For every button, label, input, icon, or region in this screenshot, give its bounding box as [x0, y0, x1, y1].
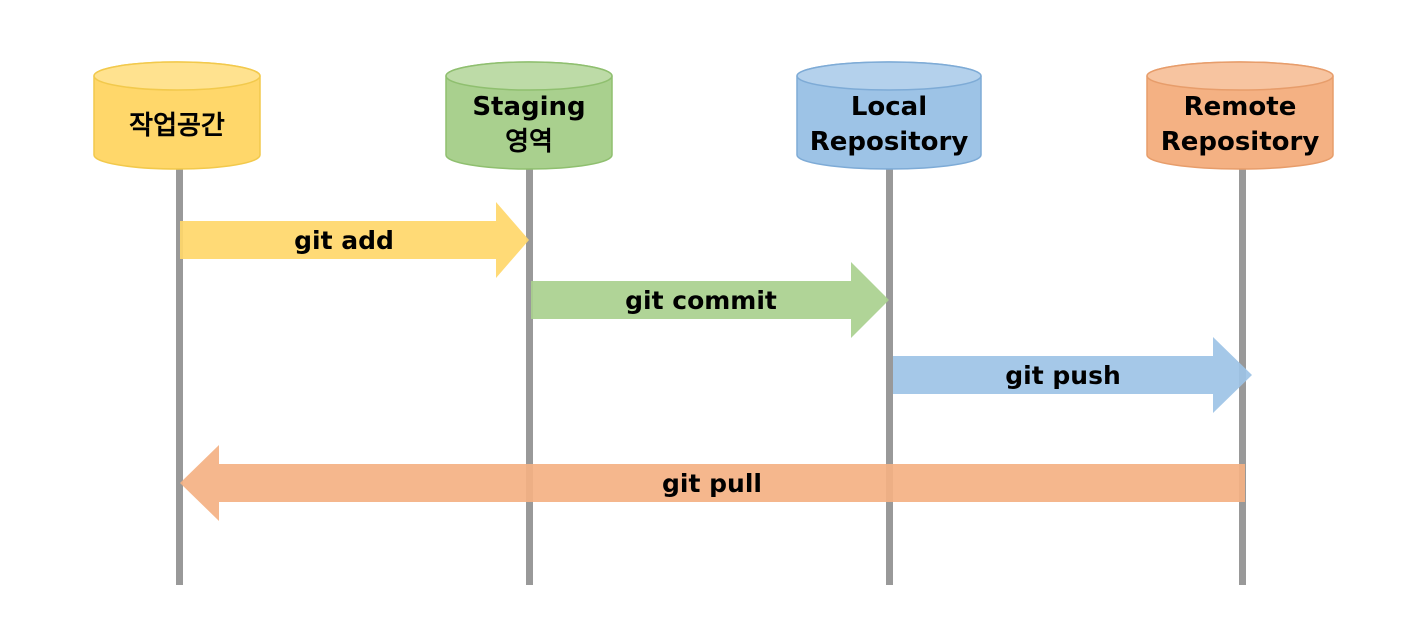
arrow-git-commit-shape: [531, 262, 889, 338]
cylinder-top-workspace: [93, 61, 261, 91]
node-staging-label-line1: Staging: [472, 92, 585, 122]
node-staging: Staging 영역: [445, 61, 613, 170]
node-remote: Remote Repository: [1146, 61, 1334, 170]
lifeline-workspace: [176, 165, 183, 585]
node-workspace-label: 작업공간: [129, 111, 225, 141]
arrows: git add git commit git push git pull: [180, 202, 1252, 521]
nodes: 작업공간 Staging 영역 Local Repository Remote …: [93, 61, 1334, 170]
cylinder-top-staging: [445, 61, 613, 91]
arrow-git-push: git push: [893, 337, 1252, 413]
arrow-git-commit-label: git commit: [625, 286, 777, 315]
arrow-git-add: git add: [180, 202, 529, 278]
cylinder-top-remote: [1146, 61, 1334, 91]
arrow-git-pull-label: git pull: [662, 469, 762, 498]
node-workspace: 작업공간: [93, 61, 261, 170]
lifeline-staging: [526, 165, 533, 585]
arrow-git-commit: git commit: [531, 262, 889, 338]
node-local-label-line1: Local: [851, 92, 927, 122]
node-remote-label-line2: Repository: [1161, 127, 1320, 157]
arrow-git-add-label: git add: [294, 226, 394, 255]
arrow-git-push-shape: [893, 337, 1252, 413]
node-local: Local Repository: [796, 61, 982, 170]
arrow-git-push-label: git push: [1005, 361, 1121, 390]
lifeline-local: [886, 165, 893, 585]
arrow-git-pull: git pull: [180, 445, 1245, 521]
node-staging-label-line2: 영역: [505, 127, 553, 157]
node-remote-label-line1: Remote: [1184, 92, 1297, 122]
node-local-label-line2: Repository: [810, 127, 969, 157]
cylinder-top-local: [796, 61, 982, 91]
arrow-git-pull-shape: [180, 445, 1245, 521]
arrow-git-add-shape: [180, 202, 529, 278]
